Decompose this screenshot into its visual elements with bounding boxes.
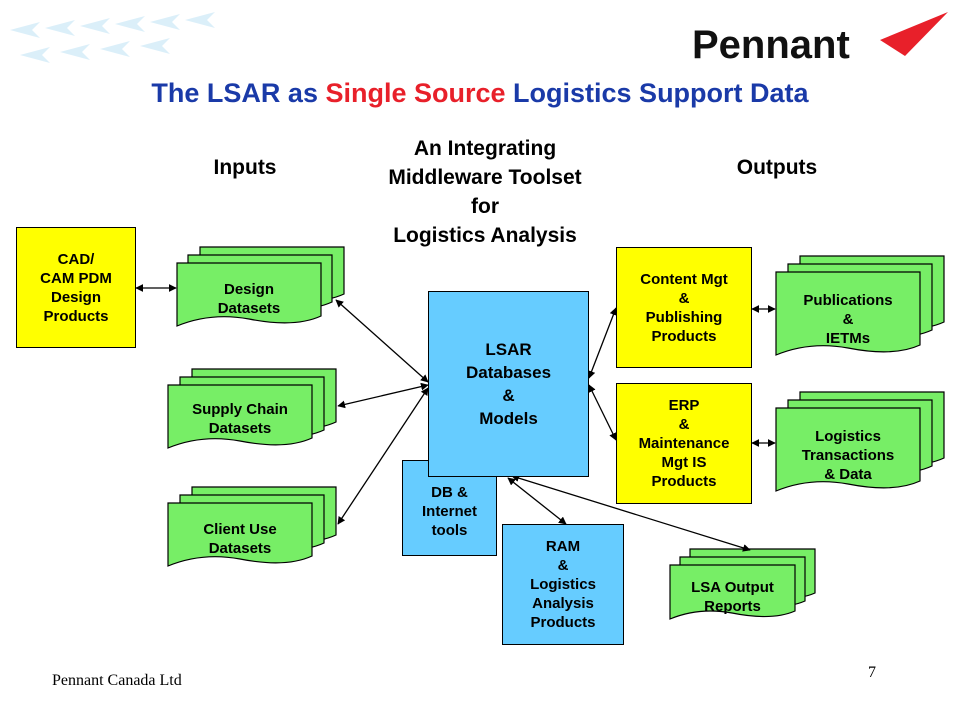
page-number: 7	[868, 664, 876, 681]
client-lsar-arrow	[337, 387, 429, 525]
supply-datasets-sheet	[167, 384, 313, 449]
logistics-sheet	[775, 407, 921, 492]
client-datasets-label: Client Use Datasets	[203, 521, 277, 557]
outputs-heading: Outputs	[736, 156, 818, 179]
lsar-box: LSAR Databases & Models	[428, 291, 589, 477]
logo-text: Pennant	[692, 23, 850, 67]
middleware-heading: An Integrating Middleware Toolset for Lo…	[388, 137, 582, 247]
cad-box: CAD/ CAM PDM Design Products	[16, 227, 136, 348]
erp-box: ERP & Maintenance Mgt IS Products	[616, 383, 752, 504]
lsa-output-sheet	[669, 564, 796, 620]
design-datasets-sheet	[176, 262, 322, 327]
publications-sheet	[775, 271, 921, 356]
design-datasets-label: Design Datasets	[217, 281, 281, 317]
supply-datasets-label: Supply Chain Datasets	[192, 401, 288, 437]
design-lsar-arrow	[335, 299, 429, 383]
client-datasets-sheet	[167, 502, 313, 567]
lsa-output-label: LSA Output Reports	[691, 579, 774, 615]
lsar-lsa-output-arrow	[511, 474, 751, 552]
logistics-label: Logistics Transactions & Data	[801, 428, 895, 483]
supply-lsar-arrow	[337, 382, 429, 409]
content-mgt-box: Content Mgt & Publishing Products	[616, 247, 752, 368]
page-title: The LSAR as Single Source Logistics Supp…	[151, 78, 809, 108]
lsar-content-arrow	[587, 307, 618, 379]
ram-box: RAM & Logistics Analysis Products	[502, 524, 624, 645]
lsar-ram-arrow	[507, 477, 567, 525]
inputs-heading: Inputs	[213, 156, 277, 179]
footer-company: Pennant Canada Ltd	[52, 672, 182, 689]
lsar-erp-arrow	[588, 384, 617, 441]
publications-label: Publications & IETMs	[803, 292, 893, 347]
pennant-flag-icon	[880, 12, 948, 56]
